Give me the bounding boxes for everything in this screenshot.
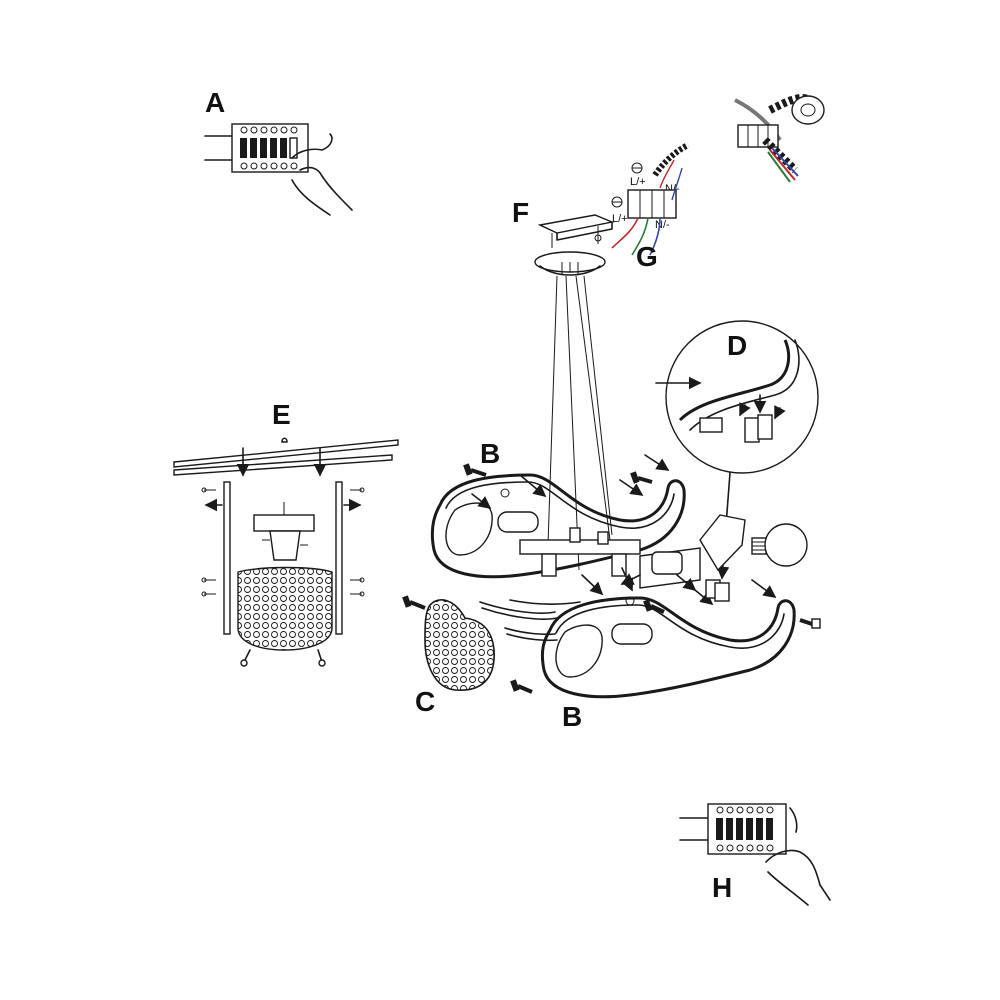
side-plate-left: [223, 481, 231, 635]
breaker-switches-h: [716, 818, 773, 840]
label-g: G: [636, 241, 658, 272]
screw-icon-b-upper-right: [630, 471, 653, 484]
ceiling-mount-step: F: [512, 197, 615, 276]
screw-icon: [594, 234, 602, 242]
side-plate-right: [335, 481, 343, 635]
breaker-screws-h: [716, 806, 774, 852]
terminal-live-upper: L/+: [630, 176, 646, 188]
label-b-lower: B: [562, 701, 582, 732]
hand-icon: [291, 133, 353, 216]
wire-nut-icon: [791, 95, 825, 125]
breaker-screws-top: [240, 126, 298, 170]
center-hub: [253, 514, 315, 532]
socket-holder: [269, 530, 301, 561]
mesh-shade-c: [424, 599, 495, 691]
label-d: D: [727, 330, 747, 361]
mounting-bracket: [537, 214, 615, 234]
center-crossbar: [519, 514, 808, 589]
label-e: E: [272, 399, 291, 430]
label-b-upper: B: [480, 438, 500, 469]
detail-magnifier: [665, 320, 819, 474]
label-h: H: [712, 872, 732, 903]
frame-cutout-large-lower: [555, 624, 603, 678]
breaker-panel-off-step: A: [204, 87, 353, 216]
screw-icon-b-lower-left: [643, 599, 665, 614]
frame-cutout-small-lower: [611, 623, 653, 645]
frame-b-upper: B: [430, 438, 686, 579]
terminal-live-lower: L/+: [612, 213, 628, 225]
screw-icon-b-upper: [463, 463, 487, 477]
frame-b-lower: B: [510, 567, 821, 732]
screw-icon-c: [402, 595, 426, 610]
mesh-shade: [237, 566, 333, 651]
terminal-neutral-lower: N/-: [655, 219, 670, 231]
frame-cutout-large: [445, 502, 493, 556]
label-a: A: [205, 87, 225, 118]
side-view-assembly-step: E: [173, 399, 399, 667]
side-screws: [201, 487, 365, 597]
top-rail: [173, 439, 399, 468]
mesh-shade-part: C: [402, 595, 495, 717]
breaker-switches: [240, 137, 298, 159]
screw-icon-b-lower-bottom: [510, 679, 533, 694]
breaker-panel-on-step: H: [679, 803, 831, 906]
terminal-wiring-step: L/+ N/- L/+ N/- G: [611, 142, 690, 272]
light-bulb-icon: [751, 523, 808, 567]
suspension-cables: [547, 275, 613, 571]
screw-icon-b-lower-right: [799, 618, 821, 629]
frame-cutout-small: [497, 511, 539, 533]
wire-insulation-detail: [734, 94, 825, 183]
side-rails: [479, 599, 581, 642]
hand-icon-h: [765, 807, 831, 906]
label-c: C: [415, 686, 435, 717]
label-f: F: [512, 197, 529, 228]
bulb-holder-detail: D: [655, 320, 819, 580]
